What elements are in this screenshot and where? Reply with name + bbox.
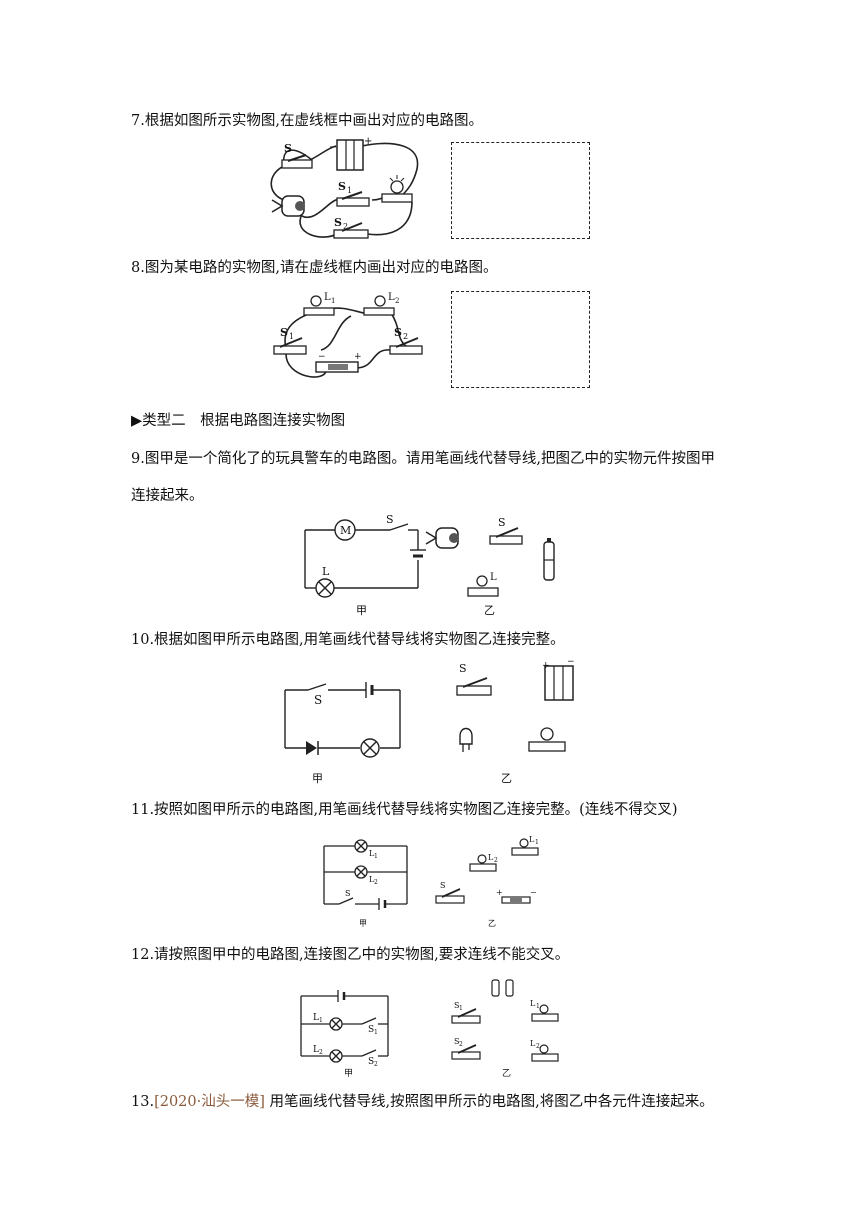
svg-text:1: 1 [331,297,335,305]
question-7-text: 7.根据如图所示实物图,在虚线框中画出对应的电路图。 [131,113,483,129]
q10-circuit-diagram-jia: S 甲 [284,682,401,785]
q10-caption-jia: 甲 [312,772,323,785]
q10-caption-yi: 乙 [501,772,512,785]
q9-caption-jia: 甲 [356,604,367,617]
svg-text:L: L [530,1039,536,1048]
svg-text:+: + [496,888,503,897]
q7-answer-box[interactable] [451,142,590,239]
q8-answer-box[interactable] [451,291,590,388]
svg-text:1: 1 [459,1005,463,1012]
question-11-text: 11.按照如图甲所示的电路图,用笔画线代替导线将实物图乙连接完整。(连线不得交叉… [131,802,678,818]
svg-text:L: L [490,572,497,583]
q11-physical-parts-yi: L 1 L 2 S + − 乙 [435,835,539,928]
svg-text:+: + [354,352,362,362]
svg-text:L: L [488,853,494,862]
question-13-source: [2020·汕头一模] [154,1094,265,1110]
q12-circuit-diagram-jia: L 1 L 2 S 1 S 2 甲 [300,990,389,1079]
q7-switch-label-s: S [284,142,292,155]
q7-battery-minus: − [329,142,337,153]
q10-physical-parts-yi: S + − 乙 [456,657,575,785]
q11-lamp-label-l2: L [369,875,375,884]
question-9-text-line1: 9.图甲是一个简化了的玩具警车的电路图。请用笔画线代替导线,把图乙中的实物元件按… [131,451,715,467]
question-9-text-line2: 连接起来。 [131,488,204,504]
q11-circuit-diagram-jia: L 1 L 2 S 甲 [323,839,408,928]
question-12-text: 12.请按照图甲中的电路图,连接图乙中的实物图,要求连线不能交叉。 [131,947,570,963]
q7-battery-plus: + [364,136,372,147]
q8-lamp-label-l2: L [388,292,395,303]
q9-circuit-diagram-jia: M S L 甲 [304,513,426,617]
svg-text:S: S [454,1001,459,1010]
question-8-text: 8.图为某电路的实物图,请在虚线框内画出对应的电路图。 [131,260,498,276]
question-10-text: 10.根据如图甲所示电路图,用笔画线代替导线将实物图乙连接完整。 [131,632,565,648]
q12-switch-label-s2: S [368,1057,374,1067]
q9-physical-parts-yi: S L 乙 [425,516,555,617]
q10-switch-label-s: S [314,693,322,707]
svg-text:2: 2 [374,879,378,886]
svg-text:L: L [530,999,536,1008]
svg-text:−: − [318,352,326,362]
svg-text:S: S [454,1037,459,1046]
q8-switch-label-s2: S [394,326,402,339]
q12-switch-label-s1: S [368,1025,374,1035]
q7-switch-label-s2: S [334,216,342,229]
q12-caption-yi: 乙 [502,1068,511,1079]
svg-text:1: 1 [535,839,539,846]
q8-switch-label-s1: S [280,326,288,339]
q11-caption-jia: 甲 [359,919,367,928]
q12-lamp-label-l2: L [313,1045,319,1055]
svg-text:2: 2 [374,1061,378,1068]
svg-text:1: 1 [289,332,294,341]
svg-text:2: 2 [403,332,408,341]
q8-lamp-label-l1: L [324,292,331,303]
q9-lamp-label-l: L [322,565,330,578]
svg-text:+: + [542,661,550,671]
svg-text:2: 2 [536,1043,540,1050]
svg-text:L: L [529,835,535,844]
q8-physical-circuit-figure: L 1 L 2 S 1 S 2 − + [273,292,423,378]
q9-switch-label-s: S [386,513,394,526]
question-13-text: 13.[2020·汕头一模] 用笔画线代替导线,按照图甲所示的电路图,将图乙中各… [131,1094,714,1110]
svg-text:1: 1 [536,1003,540,1010]
svg-text:1: 1 [374,853,378,860]
svg-text:S: S [498,516,506,529]
svg-text:S: S [459,662,467,675]
svg-text:2: 2 [319,1049,323,1056]
svg-text:2: 2 [459,1041,463,1048]
q11-caption-yi: 乙 [488,919,496,928]
svg-text:2: 2 [395,297,399,305]
svg-text:1: 1 [319,1017,323,1024]
svg-text:1: 1 [347,186,352,195]
q12-caption-jia: 甲 [344,1068,353,1079]
q7-physical-circuit-figure: S + − S 1 S 2 [270,136,419,239]
svg-text:−: − [530,888,537,897]
svg-text:1: 1 [374,1029,378,1036]
svg-text:S: S [440,881,445,890]
q9-caption-yi: 乙 [484,604,495,617]
svg-text:2: 2 [494,857,498,864]
q11-switch-label-s: S [345,889,350,898]
q11-lamp-label-l1: L [369,849,375,858]
q12-physical-parts-yi: S 1 L 1 S 2 L 2 乙 [451,979,559,1079]
section-heading: ▶类型二 根据电路图连接实物图 [131,413,346,429]
svg-text:2: 2 [343,222,348,231]
q7-switch-label-s1: S [338,180,346,193]
q12-lamp-label-l1: L [313,1013,319,1023]
svg-text:−: − [567,657,575,667]
q9-motor-label-m: M [340,524,351,537]
